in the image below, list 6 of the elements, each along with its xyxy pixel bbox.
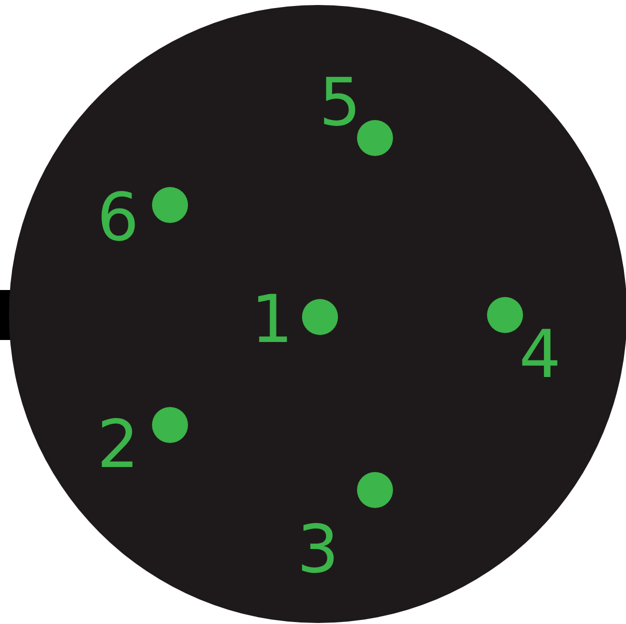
pin-number: 2 [97, 412, 139, 478]
pin-number: 3 [297, 517, 339, 583]
pin-number: 1 [251, 287, 293, 353]
pin-number: 6 [97, 185, 139, 251]
pin-number: 4 [519, 322, 561, 388]
pin-number: 5 [319, 70, 361, 136]
